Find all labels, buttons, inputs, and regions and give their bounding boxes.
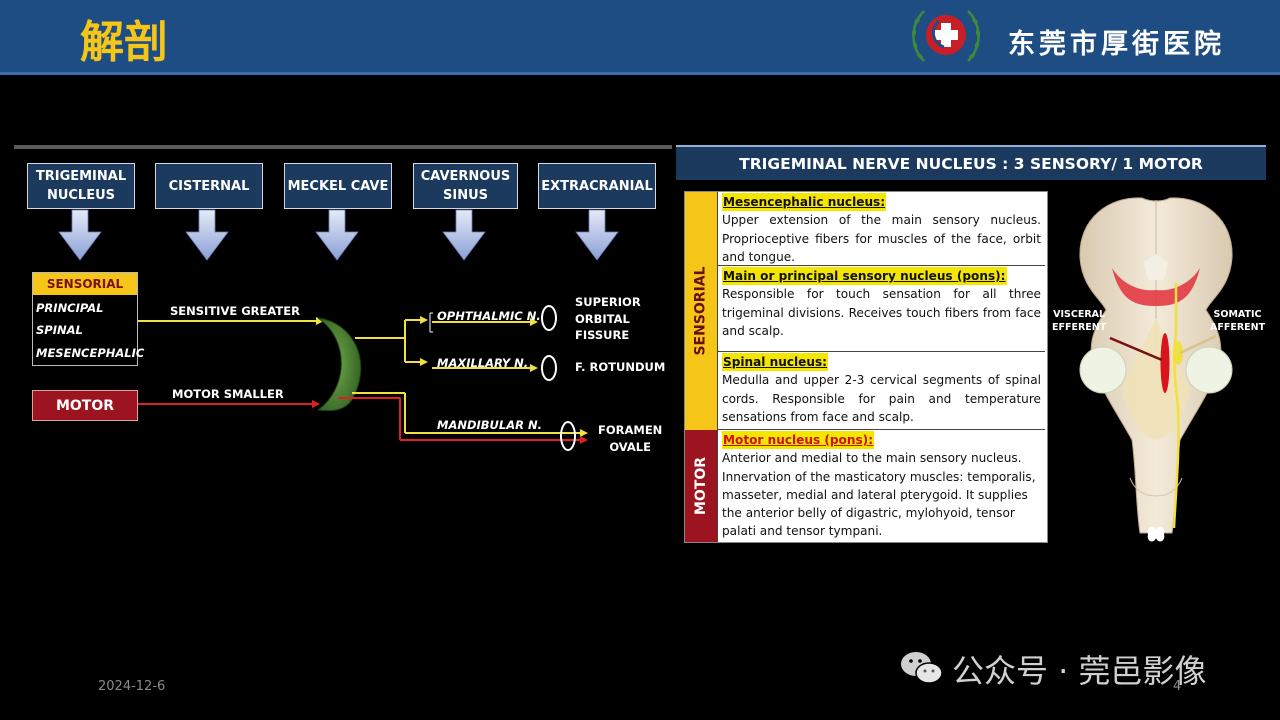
- exit-foramen-rotundum: F. ROTUNDUM: [575, 360, 666, 374]
- row-body: Anterior and medial to the main sensory …: [722, 451, 1036, 539]
- box-trigeminal-nucleus: TRIGEMINAL NUCLEUS: [27, 163, 135, 209]
- pathway-diagram: [58, 209, 619, 451]
- nucleus-mesencephalic: MESENCEPHALIC: [36, 346, 145, 360]
- brainstem-illustration: [1079, 197, 1233, 542]
- sensory-root-label: SENSITIVE GREATER: [170, 304, 300, 318]
- foramen-ring-icon: [541, 355, 557, 381]
- watermark-text: 公众号 · 莞邑影像: [952, 652, 1207, 690]
- slide-date: 2024-12-6: [98, 679, 166, 694]
- table-row: Main or principal sensory nucleus (pons)…: [717, 266, 1045, 352]
- trigeminal-ganglion: [316, 317, 362, 412]
- nucleus-table: SENSORIAL MOTOR Mesencephalic nucleus: U…: [684, 191, 1048, 543]
- sensorial-nuclei-box: SENSORIAL PRINCIPAL SPINAL MESENCEPHALIC: [32, 272, 144, 366]
- box-cisternal: CISTERNAL: [155, 163, 263, 209]
- down-arrow-icon: [315, 209, 359, 261]
- down-arrow-icon: [442, 209, 486, 261]
- table-row: Mesencephalic nucleus: Upper extension o…: [717, 192, 1045, 266]
- somatic-afferent-label: SOMATIC AFFERENT: [1210, 309, 1266, 333]
- slide-number: 4: [1173, 679, 1182, 694]
- motor-root-label: MOTOR SMALLER: [172, 387, 284, 401]
- down-arrow-icon: [185, 209, 229, 261]
- box-meckel-cave: MECKEL CAVE: [284, 163, 392, 209]
- foramen-ring-icon: [541, 305, 557, 331]
- row-heading: Motor nucleus (pons):: [722, 431, 875, 450]
- row-body: Medulla and upper 2-3 cervical segments …: [722, 373, 1041, 424]
- row-body: Upper extension of the main sensory nucl…: [722, 213, 1041, 264]
- row-body: Responsible for touch sensation for all …: [722, 287, 1041, 338]
- header-divider: [0, 72, 1280, 75]
- section-rule: [14, 145, 672, 149]
- slide-title: 解剖: [80, 17, 168, 68]
- side-label-motor: MOTOR: [685, 430, 717, 542]
- motor-box: MOTOR: [32, 390, 138, 421]
- row-heading: Mesencephalic nucleus:: [722, 193, 887, 212]
- hospital-name: 东莞市厚街医院: [1008, 29, 1225, 60]
- table-title: TRIGEMINAL NERVE NUCLEUS : 3 SENSORY/ 1 …: [676, 145, 1266, 180]
- visceral-efferent-label: VISCERAL EFFERENT: [1052, 309, 1107, 333]
- side-label-sensorial: SENSORIAL: [685, 192, 717, 430]
- branch-maxillary: MAXILLARY N.: [437, 356, 529, 370]
- exit-superior-orbital-fissure: SUPERIOR ORBITAL FISSURE: [575, 295, 641, 342]
- row-heading: Main or principal sensory nucleus (pons)…: [722, 267, 1007, 286]
- nucleus-spinal: SPINAL: [36, 323, 83, 337]
- sensorial-title: SENSORIAL: [33, 273, 137, 295]
- box-cavernous-sinus: CAVERNOUS SINUS: [413, 163, 518, 209]
- exit-foramen-ovale: FORAMEN OVALE: [598, 423, 663, 454]
- down-arrow-icon: [58, 209, 102, 261]
- branch-ophthalmic: OPHTHALMIC N.: [437, 309, 541, 323]
- table-row: Spinal nucleus: Medulla and upper 2-3 ce…: [717, 352, 1045, 430]
- nucleus-principal: PRINCIPAL: [36, 301, 104, 315]
- row-heading: Spinal nucleus:: [722, 353, 829, 372]
- foramen-ring-icon: [560, 421, 576, 451]
- table-row: Motor nucleus (pons): Anterior and media…: [717, 430, 1045, 542]
- box-extracranial: EXTRACRANIAL: [538, 163, 656, 209]
- header-bar: [0, 0, 1280, 72]
- hospital-logo-icon: [911, 10, 981, 62]
- wechat-icon: [901, 652, 943, 684]
- down-arrow-icon: [575, 209, 619, 261]
- branch-mandibular: MANDIBULAR N.: [437, 418, 542, 432]
